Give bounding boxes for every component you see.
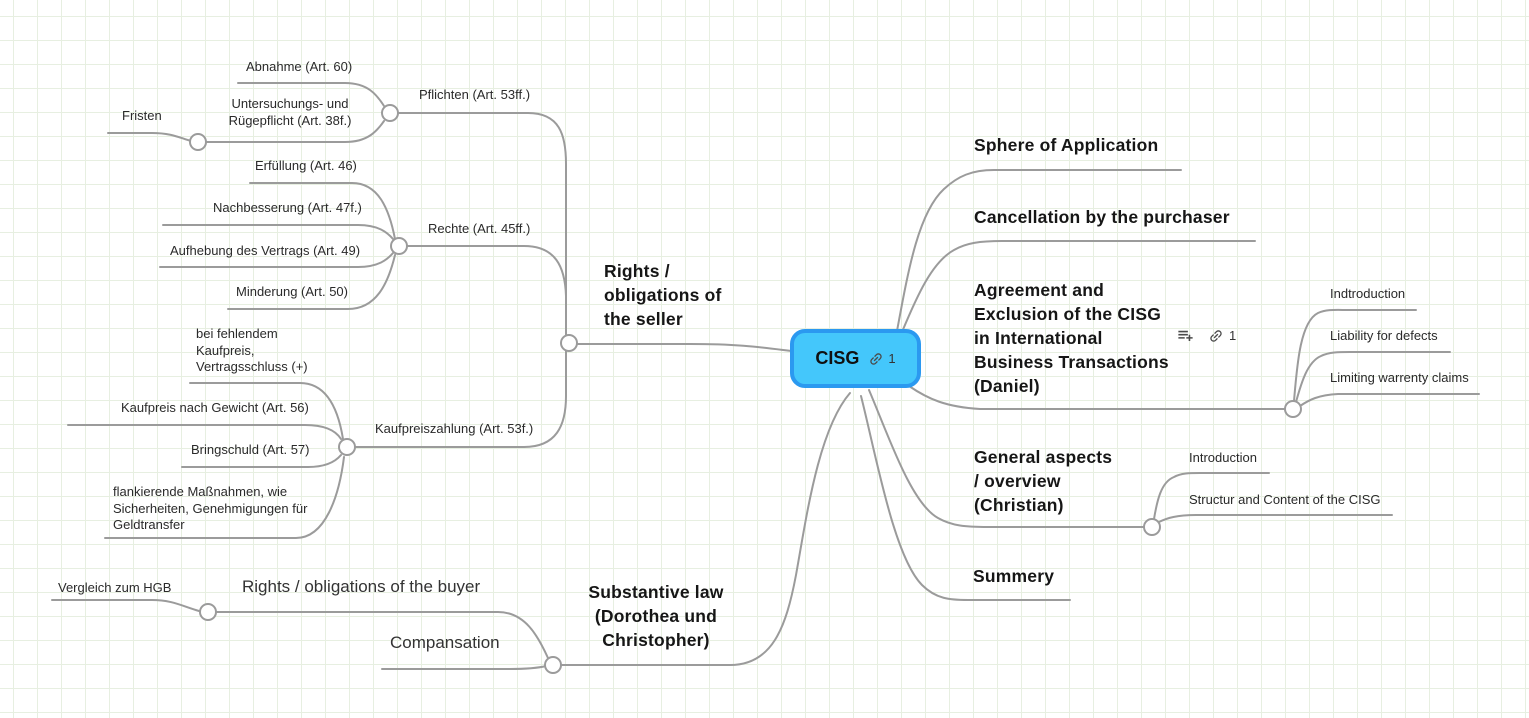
agreement-node-icons: 1 bbox=[1176, 326, 1236, 345]
playlist-add-icon[interactable] bbox=[1176, 326, 1195, 345]
node-rechte[interactable]: Rechte (Art. 45ff.) bbox=[428, 221, 531, 236]
hub-agreement[interactable] bbox=[1284, 400, 1302, 418]
connector-agreement bbox=[908, 385, 1286, 410]
link-icon[interactable] bbox=[865, 347, 888, 370]
node-flankierende[interactable]: flankierende Maßnahmen, wie Sicherheiten… bbox=[113, 484, 308, 532]
root-node-cisg[interactable]: CISG 1 bbox=[790, 329, 921, 388]
connector-untersuchungs bbox=[205, 120, 385, 143]
hub-seller[interactable] bbox=[560, 334, 578, 352]
node-abnahme[interactable]: Abnahme (Art. 60) bbox=[246, 59, 353, 74]
connector-nachbesserung bbox=[162, 224, 394, 240]
connector-flankierende bbox=[104, 456, 345, 539]
connector-sphere bbox=[896, 169, 1182, 332]
node-indtroduction[interactable]: Indtroduction bbox=[1330, 286, 1406, 301]
node-seller[interactable]: Rights / obligations of the seller bbox=[604, 261, 722, 329]
connector-abnahme bbox=[237, 82, 385, 107]
connector-rechte bbox=[406, 245, 567, 337]
node-vergleich[interactable]: Vergleich zum HGB bbox=[58, 580, 172, 595]
connector-compansation bbox=[381, 665, 547, 670]
hub-rechte[interactable] bbox=[390, 237, 408, 255]
connector-erfuellung bbox=[249, 182, 396, 240]
connector-buyer bbox=[215, 611, 549, 659]
node-substantive[interactable]: Substantive law (Dorothea und Christophe… bbox=[588, 582, 724, 650]
node-summery[interactable]: Summery bbox=[973, 566, 1055, 586]
connector-pflichten bbox=[397, 112, 567, 337]
connector-aufhebung bbox=[159, 252, 394, 268]
node-liability[interactable]: Liability for defects bbox=[1330, 328, 1438, 343]
node-limiting[interactable]: Limiting warrenty claims bbox=[1330, 370, 1469, 385]
connector-structur bbox=[1158, 514, 1393, 523]
node-pflichten[interactable]: Pflichten (Art. 53ff.) bbox=[419, 87, 531, 102]
node-introduction[interactable]: Introduction bbox=[1189, 450, 1257, 465]
connector-indtroduction bbox=[1293, 308, 1417, 402]
node-structur[interactable]: Structur and Content of the CISG bbox=[1189, 492, 1381, 507]
node-untersuchungs[interactable]: Untersuchungs- und Rügepflicht (Art. 38f… bbox=[228, 96, 352, 128]
connector-bei-fehlendem bbox=[189, 382, 344, 440]
hub-buyer[interactable] bbox=[199, 603, 217, 621]
node-fristen[interactable]: Fristen bbox=[122, 108, 162, 123]
node-erfuellung[interactable]: Erfüllung (Art. 46) bbox=[255, 158, 357, 173]
connector-kaufpreis-gewicht bbox=[67, 424, 342, 440]
connector-seller-root bbox=[576, 343, 801, 353]
connector-general bbox=[868, 389, 1145, 528]
node-aufhebung[interactable]: Aufhebung des Vertrags (Art. 49) bbox=[170, 243, 361, 258]
connector-fristen bbox=[107, 132, 192, 142]
connector-cancellation bbox=[901, 240, 1256, 333]
root-link-count[interactable]: 1 bbox=[888, 351, 896, 366]
node-buyer[interactable]: Rights / obligations of the buyer bbox=[242, 577, 481, 596]
root-node-label: CISG bbox=[815, 348, 860, 368]
connector-summery bbox=[860, 395, 1071, 601]
connector-liability bbox=[1295, 351, 1451, 403]
connector-substantive-root bbox=[560, 392, 851, 666]
hub-pflichten[interactable] bbox=[381, 104, 399, 122]
agreement-link-count[interactable]: 1 bbox=[1229, 328, 1237, 343]
link-icon[interactable] bbox=[1205, 324, 1228, 347]
node-sphere[interactable]: Sphere of Application bbox=[974, 135, 1159, 155]
node-compansation[interactable]: Compansation bbox=[390, 633, 500, 652]
node-kaufpreis-gewicht[interactable]: Kaufpreis nach Gewicht (Art. 56) bbox=[121, 400, 309, 415]
node-nachbesserung[interactable]: Nachbesserung (Art. 47f.) bbox=[213, 200, 362, 215]
node-kaufpreiszahlung[interactable]: Kaufpreiszahlung (Art. 53f.) bbox=[375, 421, 534, 436]
connector-limiting bbox=[1299, 393, 1480, 407]
node-general[interactable]: General aspects / overview (Christian) bbox=[974, 447, 1113, 515]
node-bringschuld[interactable]: Bringschuld (Art. 57) bbox=[191, 442, 310, 457]
connector-vergleich bbox=[51, 599, 200, 612]
hub-kaufpreiszahlung[interactable] bbox=[338, 438, 356, 456]
connector-minderung bbox=[227, 254, 396, 310]
hub-untersuchungs[interactable] bbox=[189, 133, 207, 151]
connector-introduction bbox=[1153, 472, 1270, 520]
node-agreement[interactable]: Agreement and Exclusion of the CISG in I… bbox=[974, 280, 1169, 396]
hub-substantive[interactable] bbox=[544, 656, 562, 674]
hub-general[interactable] bbox=[1143, 518, 1161, 536]
connector-kaufpreiszahlung bbox=[354, 349, 567, 448]
node-minderung[interactable]: Minderung (Art. 50) bbox=[236, 284, 348, 299]
node-bei-fehlendem[interactable]: bei fehlendem Kaufpreis, Vertragsschluss… bbox=[196, 326, 308, 374]
node-cancellation[interactable]: Cancellation by the purchaser bbox=[974, 207, 1230, 227]
connector-bringschuld bbox=[181, 454, 342, 468]
